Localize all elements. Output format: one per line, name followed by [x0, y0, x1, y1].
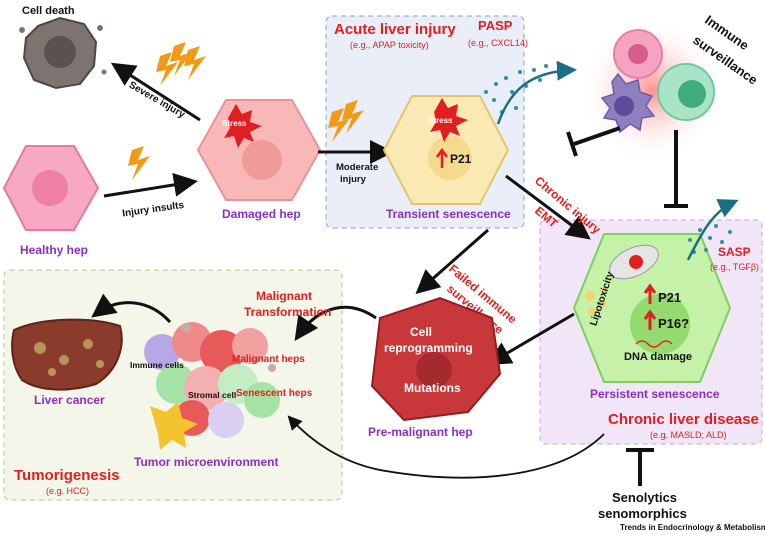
- acute-injury-example: (e.g., APAP toxicity): [350, 40, 429, 50]
- malignant-transformation-arrow: [294, 305, 377, 341]
- damaged-hep-label: Damaged hep: [222, 207, 301, 221]
- transient-to-premalignant-arrow: [415, 228, 489, 294]
- persistent-p21-label: P21: [658, 290, 681, 305]
- immune-inhibit-transient: [566, 126, 621, 157]
- pre-malignant-label: Pre-malignant hep: [368, 425, 473, 439]
- pasp-example: (e.g., CXCL14): [468, 38, 528, 48]
- senolytics-inhibit: [626, 448, 654, 486]
- persistent-senescence-label: Persistent senescence: [590, 387, 720, 401]
- sasp-secretion-dots: [688, 224, 732, 254]
- chronic-disease-example: (e.g. MASLD; ALD): [650, 430, 727, 440]
- dna-icon: [635, 340, 673, 348]
- acute-injury-title: Acute liver injury: [334, 21, 456, 38]
- lightning-icon: [128, 42, 364, 180]
- damaged-stress-label: Stress: [222, 119, 247, 128]
- damaged-hep-cell: [196, 99, 322, 201]
- sasp-arrow: [686, 199, 739, 261]
- p21-up-icon: [435, 147, 449, 168]
- tme-to-cancer-arrow: [91, 293, 172, 324]
- cell-reprogramming-label-1: Cell: [410, 325, 432, 339]
- stromal-cell-label: Stromal cell: [188, 390, 236, 400]
- tumor-microenvironment-cluster: [144, 322, 280, 450]
- immune-cells-icon: [580, 18, 724, 162]
- journal-footer: Trends in Endocrinology & Metabolism: [620, 523, 765, 532]
- p16-up-arrow-icon: [643, 309, 657, 330]
- immune-inhibit-persistent: [664, 130, 688, 208]
- chronic-injury-arrow: [505, 174, 591, 240]
- p21-up-arrow-icon: [643, 283, 657, 304]
- transient-stress-label: Stress: [428, 116, 453, 125]
- cell-reprogramming-label-2: reprogramming: [384, 341, 473, 355]
- moderate-injury-label-1: Moderate: [336, 162, 378, 173]
- transient-senescence-label: Transient senescence: [386, 207, 511, 221]
- dna-damage-label: DNA damage: [624, 351, 692, 363]
- healthy-hep-cell: [2, 145, 100, 231]
- tumorigenesis-example: (e.g. HCC): [46, 486, 89, 496]
- cell-death-label: Cell death: [22, 5, 75, 17]
- severe-injury-label: Severe injury: [127, 80, 187, 121]
- chronic-to-tumor-arrow: [287, 415, 605, 479]
- liver-cancer-label: Liver cancer: [34, 393, 105, 407]
- tumorigenesis-title: Tumorigenesis: [14, 467, 120, 484]
- p16-label: P16?: [658, 316, 689, 331]
- persistent-to-premalignant-arrow: [486, 312, 575, 366]
- tumor-microenvironment-label: Tumor microenvironment: [134, 455, 278, 469]
- immune-cells-label: Immune cells: [130, 360, 184, 370]
- pasp-label: PASP: [478, 18, 513, 33]
- healthy-hep-label: Healthy hep: [20, 243, 88, 257]
- pre-malignant-hep-cell: [370, 296, 502, 422]
- moderate-injury-label-2: injury: [340, 174, 367, 185]
- liver-cancer-icon: [11, 318, 123, 391]
- transient-senescent-cell: [382, 95, 510, 205]
- severe-injury-arrow: [110, 62, 201, 122]
- mutations-label: Mutations: [404, 381, 461, 395]
- sasp-example: (e.g., TGFβ): [710, 262, 759, 272]
- sasp-label: SASP: [718, 245, 751, 259]
- injury-insults-label: Injury insults: [122, 200, 186, 220]
- injury-insults-arrow: [103, 172, 198, 198]
- senolytics-label-1: Senolytics: [612, 490, 677, 505]
- dead-cell-icon: [19, 16, 107, 90]
- malignant-transformation-label-2: Transformation: [244, 305, 331, 319]
- malignant-heps-label: Malignant heps: [232, 354, 305, 365]
- persistent-senescent-cell: [572, 233, 732, 383]
- malignant-transformation-label-1: Malignant: [256, 289, 312, 303]
- chronic-disease-title: Chronic liver disease: [608, 411, 759, 428]
- senescent-heps-label: Senescent heps: [236, 388, 313, 399]
- pasp-arrow: [496, 60, 577, 125]
- transient-p21-label: P21: [450, 152, 472, 166]
- senolytics-label-2: senomorphics: [598, 506, 687, 521]
